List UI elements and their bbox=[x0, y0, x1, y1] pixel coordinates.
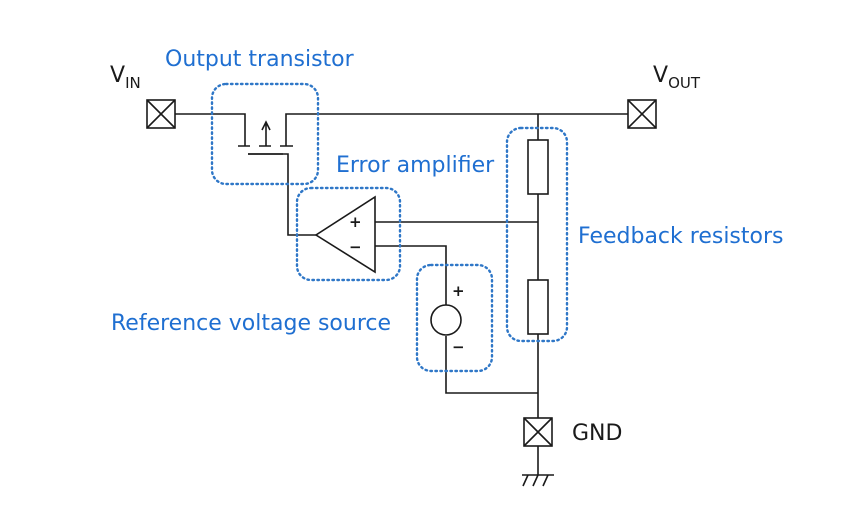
error-amplifier-box bbox=[295, 186, 402, 282]
output-transistor-box bbox=[210, 82, 320, 186]
wire-amp-to-gate bbox=[248, 153, 316, 236]
ref-plus-sign: + bbox=[452, 282, 465, 300]
gnd-terminal bbox=[523, 417, 553, 447]
wire-amp-to-ref bbox=[375, 245, 447, 305]
vin-label-main: V bbox=[110, 63, 125, 88]
wire-vin bbox=[175, 113, 246, 126]
amp-minus-sign: − bbox=[349, 238, 362, 256]
ref-minus-sign: − bbox=[452, 338, 465, 356]
feedback-resistors-label: Feedback resistors bbox=[578, 224, 784, 249]
voltage-source-icon bbox=[430, 304, 462, 336]
reference-voltage-source-box bbox=[415, 263, 494, 373]
gnd-label: GND bbox=[572, 421, 622, 446]
terminal-icon bbox=[523, 417, 553, 447]
vout-label: VOUT bbox=[653, 63, 701, 92]
vout-label-sub: OUT bbox=[668, 74, 701, 92]
amp-plus-sign: + bbox=[349, 213, 362, 231]
wire-output-rail bbox=[285, 113, 628, 126]
ground-icon bbox=[522, 474, 554, 487]
error-amplifier-label: Error amplifier bbox=[336, 153, 495, 178]
terminal-icon bbox=[627, 99, 657, 129]
feedback-resistors-box bbox=[505, 126, 569, 343]
mosfet-icon bbox=[238, 120, 293, 155]
vout-label-main: V bbox=[653, 63, 668, 88]
vin-label-sub: IN bbox=[125, 74, 141, 92]
op-amp-icon bbox=[314, 195, 376, 274]
wire-ref-to-gnd bbox=[445, 336, 538, 394]
vout-terminal bbox=[627, 99, 657, 129]
vin-label: VIN bbox=[110, 63, 141, 92]
terminal-icon bbox=[146, 99, 176, 129]
reference-voltage-source-label: Reference voltage source bbox=[111, 311, 391, 336]
resistor-icon bbox=[527, 279, 549, 335]
vin-terminal bbox=[146, 99, 176, 129]
output-transistor-label: Output transistor bbox=[165, 47, 355, 72]
resistor-icon bbox=[527, 139, 549, 195]
